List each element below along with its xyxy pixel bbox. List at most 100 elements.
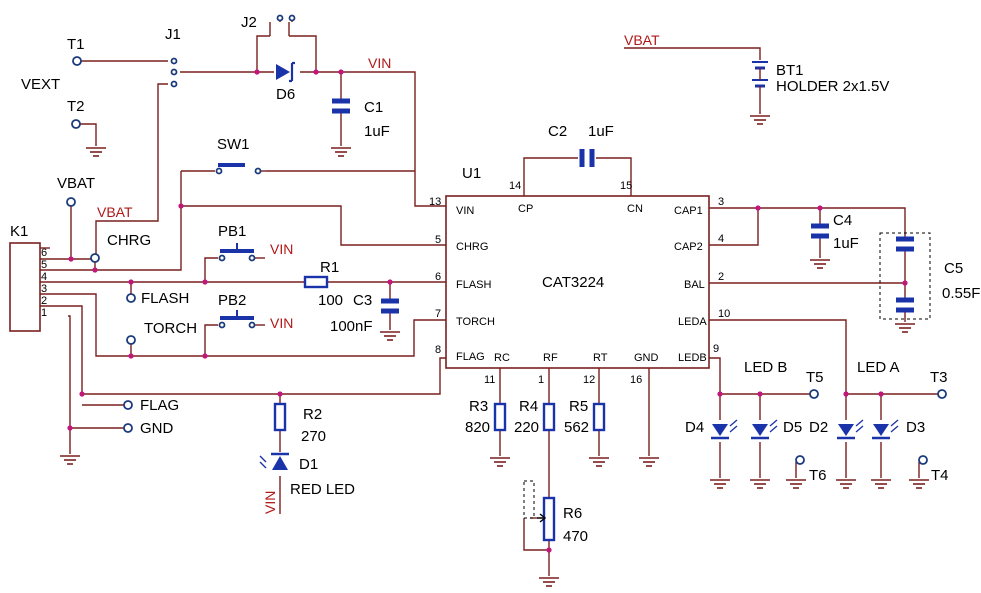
svg-text:3: 3 (718, 196, 724, 208)
leds: LED B LED A D4 D5 D2 D3 (685, 359, 925, 440)
resistor-r5: R5 562 (564, 398, 606, 436)
svg-text:U1: U1 (462, 165, 481, 182)
svg-text:VBAT: VBAT (624, 32, 660, 48)
jumper-j1: J1 (165, 26, 181, 88)
svg-text:HOLDER 2x1.5V: HOLDER 2x1.5V (776, 78, 889, 95)
svg-text:D2: D2 (809, 419, 828, 436)
svg-text:PB2: PB2 (218, 292, 246, 309)
svg-text:BAL: BAL (684, 279, 705, 291)
svg-text:D3: D3 (906, 419, 925, 436)
svg-text:5: 5 (435, 234, 441, 246)
svg-text:8: 8 (435, 344, 441, 356)
svg-text:D4: D4 (685, 419, 704, 436)
capacitor-c4: C4 1uF (811, 212, 859, 252)
capacitor-c1: C1 1uF (332, 98, 390, 140)
svg-text:GND: GND (140, 420, 174, 437)
svg-text:J2: J2 (241, 14, 257, 31)
svg-text:R6: R6 (563, 505, 582, 522)
svg-text:T4: T4 (931, 467, 949, 484)
supercap-c5: C5 0.55F (879, 232, 980, 320)
ic-u1: U1 CAT3224 VIN 13 CHRG 5 FLASH 6 TORCH 7… (429, 165, 730, 386)
svg-text:13: 13 (429, 196, 441, 208)
terminal-gnd (123, 423, 133, 433)
svg-text:CAT3224: CAT3224 (542, 274, 604, 291)
svg-text:BT1: BT1 (776, 62, 804, 79)
led-d1: D1 RED LED VIN (259, 452, 355, 514)
svg-text:1: 1 (41, 307, 47, 319)
svg-text:CAP1: CAP1 (674, 205, 703, 217)
svg-text:VIN: VIN (456, 205, 474, 217)
svg-text:GND: GND (634, 352, 659, 364)
svg-text:VIN: VIN (368, 55, 391, 71)
switch-sw1: SW1 (215, 136, 262, 175)
terminal-t4 (918, 455, 928, 465)
svg-text:VBAT: VBAT (57, 175, 95, 192)
terminals: T1 T2 VEXT VBAT CHRG FLASH TORCH FLAG GN… (21, 36, 949, 484)
svg-text:FLAG: FLAG (456, 351, 485, 363)
svg-text:470: 470 (563, 528, 588, 545)
svg-text:4: 4 (41, 271, 47, 283)
svg-text:VIN: VIN (270, 241, 293, 257)
pushbutton-pb1: PB1 (218, 223, 256, 262)
terminal-flag (123, 400, 133, 410)
svg-text:2: 2 (718, 271, 724, 283)
resistor-r1: R1 100 (303, 259, 343, 309)
svg-text:CHRG: CHRG (107, 232, 151, 249)
svg-text:10: 10 (718, 308, 730, 320)
svg-text:RT: RT (593, 352, 608, 364)
svg-text:LEDB: LEDB (678, 352, 707, 364)
svg-text:7: 7 (435, 308, 441, 320)
svg-text:4: 4 (718, 233, 724, 245)
resistor-r2: R2 270 (273, 402, 326, 445)
svg-text:C1: C1 (364, 99, 383, 116)
svg-text:820: 820 (465, 419, 490, 436)
terminal-t6 (795, 455, 805, 465)
terminal-t1 (72, 56, 82, 66)
svg-text:J1: J1 (165, 26, 181, 43)
svg-text:D5: D5 (783, 419, 802, 436)
svg-text:270: 270 (301, 428, 326, 445)
svg-text:R1: R1 (320, 259, 339, 276)
led-b-label: LED B (744, 359, 787, 376)
terminal-torch (126, 335, 136, 345)
svg-text:5: 5 (41, 259, 47, 271)
svg-text:1uF: 1uF (364, 123, 390, 140)
led-d4: D4 (685, 419, 738, 440)
svg-text:C3: C3 (353, 292, 372, 309)
svg-text:C2: C2 (548, 123, 567, 140)
svg-text:C5: C5 (944, 260, 963, 277)
svg-text:T2: T2 (67, 98, 85, 115)
terminal-vbat (66, 197, 76, 207)
svg-text:FLASH: FLASH (141, 290, 189, 307)
svg-text:TORCH: TORCH (144, 320, 197, 337)
svg-text:3: 3 (41, 283, 47, 295)
svg-text:RED LED: RED LED (290, 481, 355, 498)
led-a-label: LED A (857, 359, 900, 376)
svg-text:14: 14 (509, 180, 521, 192)
diode-d6: D6 (276, 61, 295, 103)
svg-text:SW1: SW1 (217, 136, 250, 153)
svg-text:220: 220 (514, 419, 539, 436)
svg-text:R5: R5 (569, 398, 588, 415)
junctions (67, 69, 908, 553)
svg-text:FLASH: FLASH (456, 279, 492, 291)
svg-text:6: 6 (435, 271, 441, 283)
svg-text:C4: C4 (833, 212, 852, 229)
svg-text:6: 6 (41, 247, 47, 259)
svg-text:LEDA: LEDA (678, 316, 707, 328)
terminal-t5 (809, 389, 819, 399)
svg-text:K1: K1 (10, 223, 28, 240)
resistor-r4: R4 220 (514, 398, 556, 436)
net-labels: VIN VIN VIN VBAT VBAT (97, 32, 660, 331)
led-d3: D3 (872, 419, 925, 440)
svg-text:1uF: 1uF (833, 235, 859, 252)
svg-text:T3: T3 (930, 369, 948, 386)
terminal-t2 (71, 119, 81, 129)
svg-text:R3: R3 (469, 398, 488, 415)
capacitor-c2: C2 1uF (548, 123, 614, 167)
svg-text:CP: CP (518, 203, 533, 215)
connector-k1: K1 6 5 4 3 2 1 (9, 223, 50, 332)
svg-text:D6: D6 (276, 86, 295, 103)
svg-text:PB1: PB1 (218, 223, 246, 240)
